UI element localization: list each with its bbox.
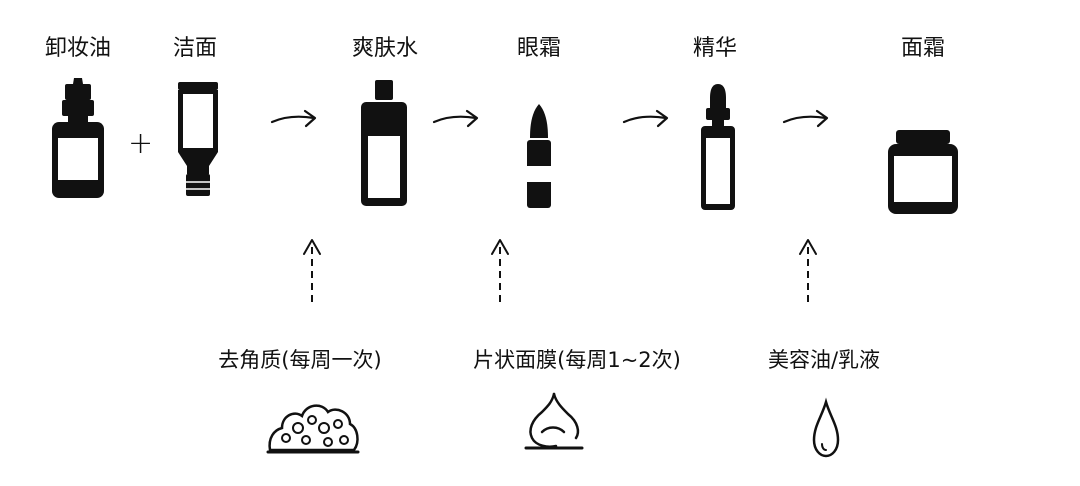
optional-label-sheet-mask: 片状面膜(每周1~2次) xyxy=(473,348,681,372)
plus-sign: + xyxy=(128,126,154,161)
optional-label-exfoliation: 去角质(每周一次) xyxy=(218,348,382,372)
eye-cream-bottle-icon xyxy=(527,104,551,208)
cream-jar-icon xyxy=(888,130,958,214)
dropper-bottle-icon xyxy=(701,84,735,210)
step-label-eye-cream: 眼霜 xyxy=(516,36,562,61)
arrow-right-icon xyxy=(782,109,829,128)
sheet-mask-icon xyxy=(524,392,584,450)
exfoliant-foam-icon xyxy=(266,404,360,454)
step-label-face-cream: 面霜 xyxy=(900,36,946,61)
arrow-right-icon xyxy=(270,109,317,128)
dashed-arrow-up-icon xyxy=(491,239,509,302)
dashed-arrow-up-icon xyxy=(303,239,321,302)
arrow-right-icon xyxy=(622,109,669,128)
step-label-cleanser: 洁面 xyxy=(172,36,218,61)
step-label-toner: 爽肤水 xyxy=(351,36,419,61)
tube-icon xyxy=(178,82,218,196)
optional-label-oil-lotion: 美容油/乳液 xyxy=(767,348,881,372)
pump-bottle-icon xyxy=(52,78,104,198)
step-label-serum: 精华 xyxy=(692,36,738,61)
dashed-arrow-up-icon xyxy=(799,239,817,302)
toner-bottle-icon xyxy=(361,80,407,206)
droplet-icon xyxy=(812,397,840,458)
arrow-right-icon xyxy=(432,109,479,128)
step-label-makeup-remover: 卸妆油 xyxy=(44,36,112,61)
